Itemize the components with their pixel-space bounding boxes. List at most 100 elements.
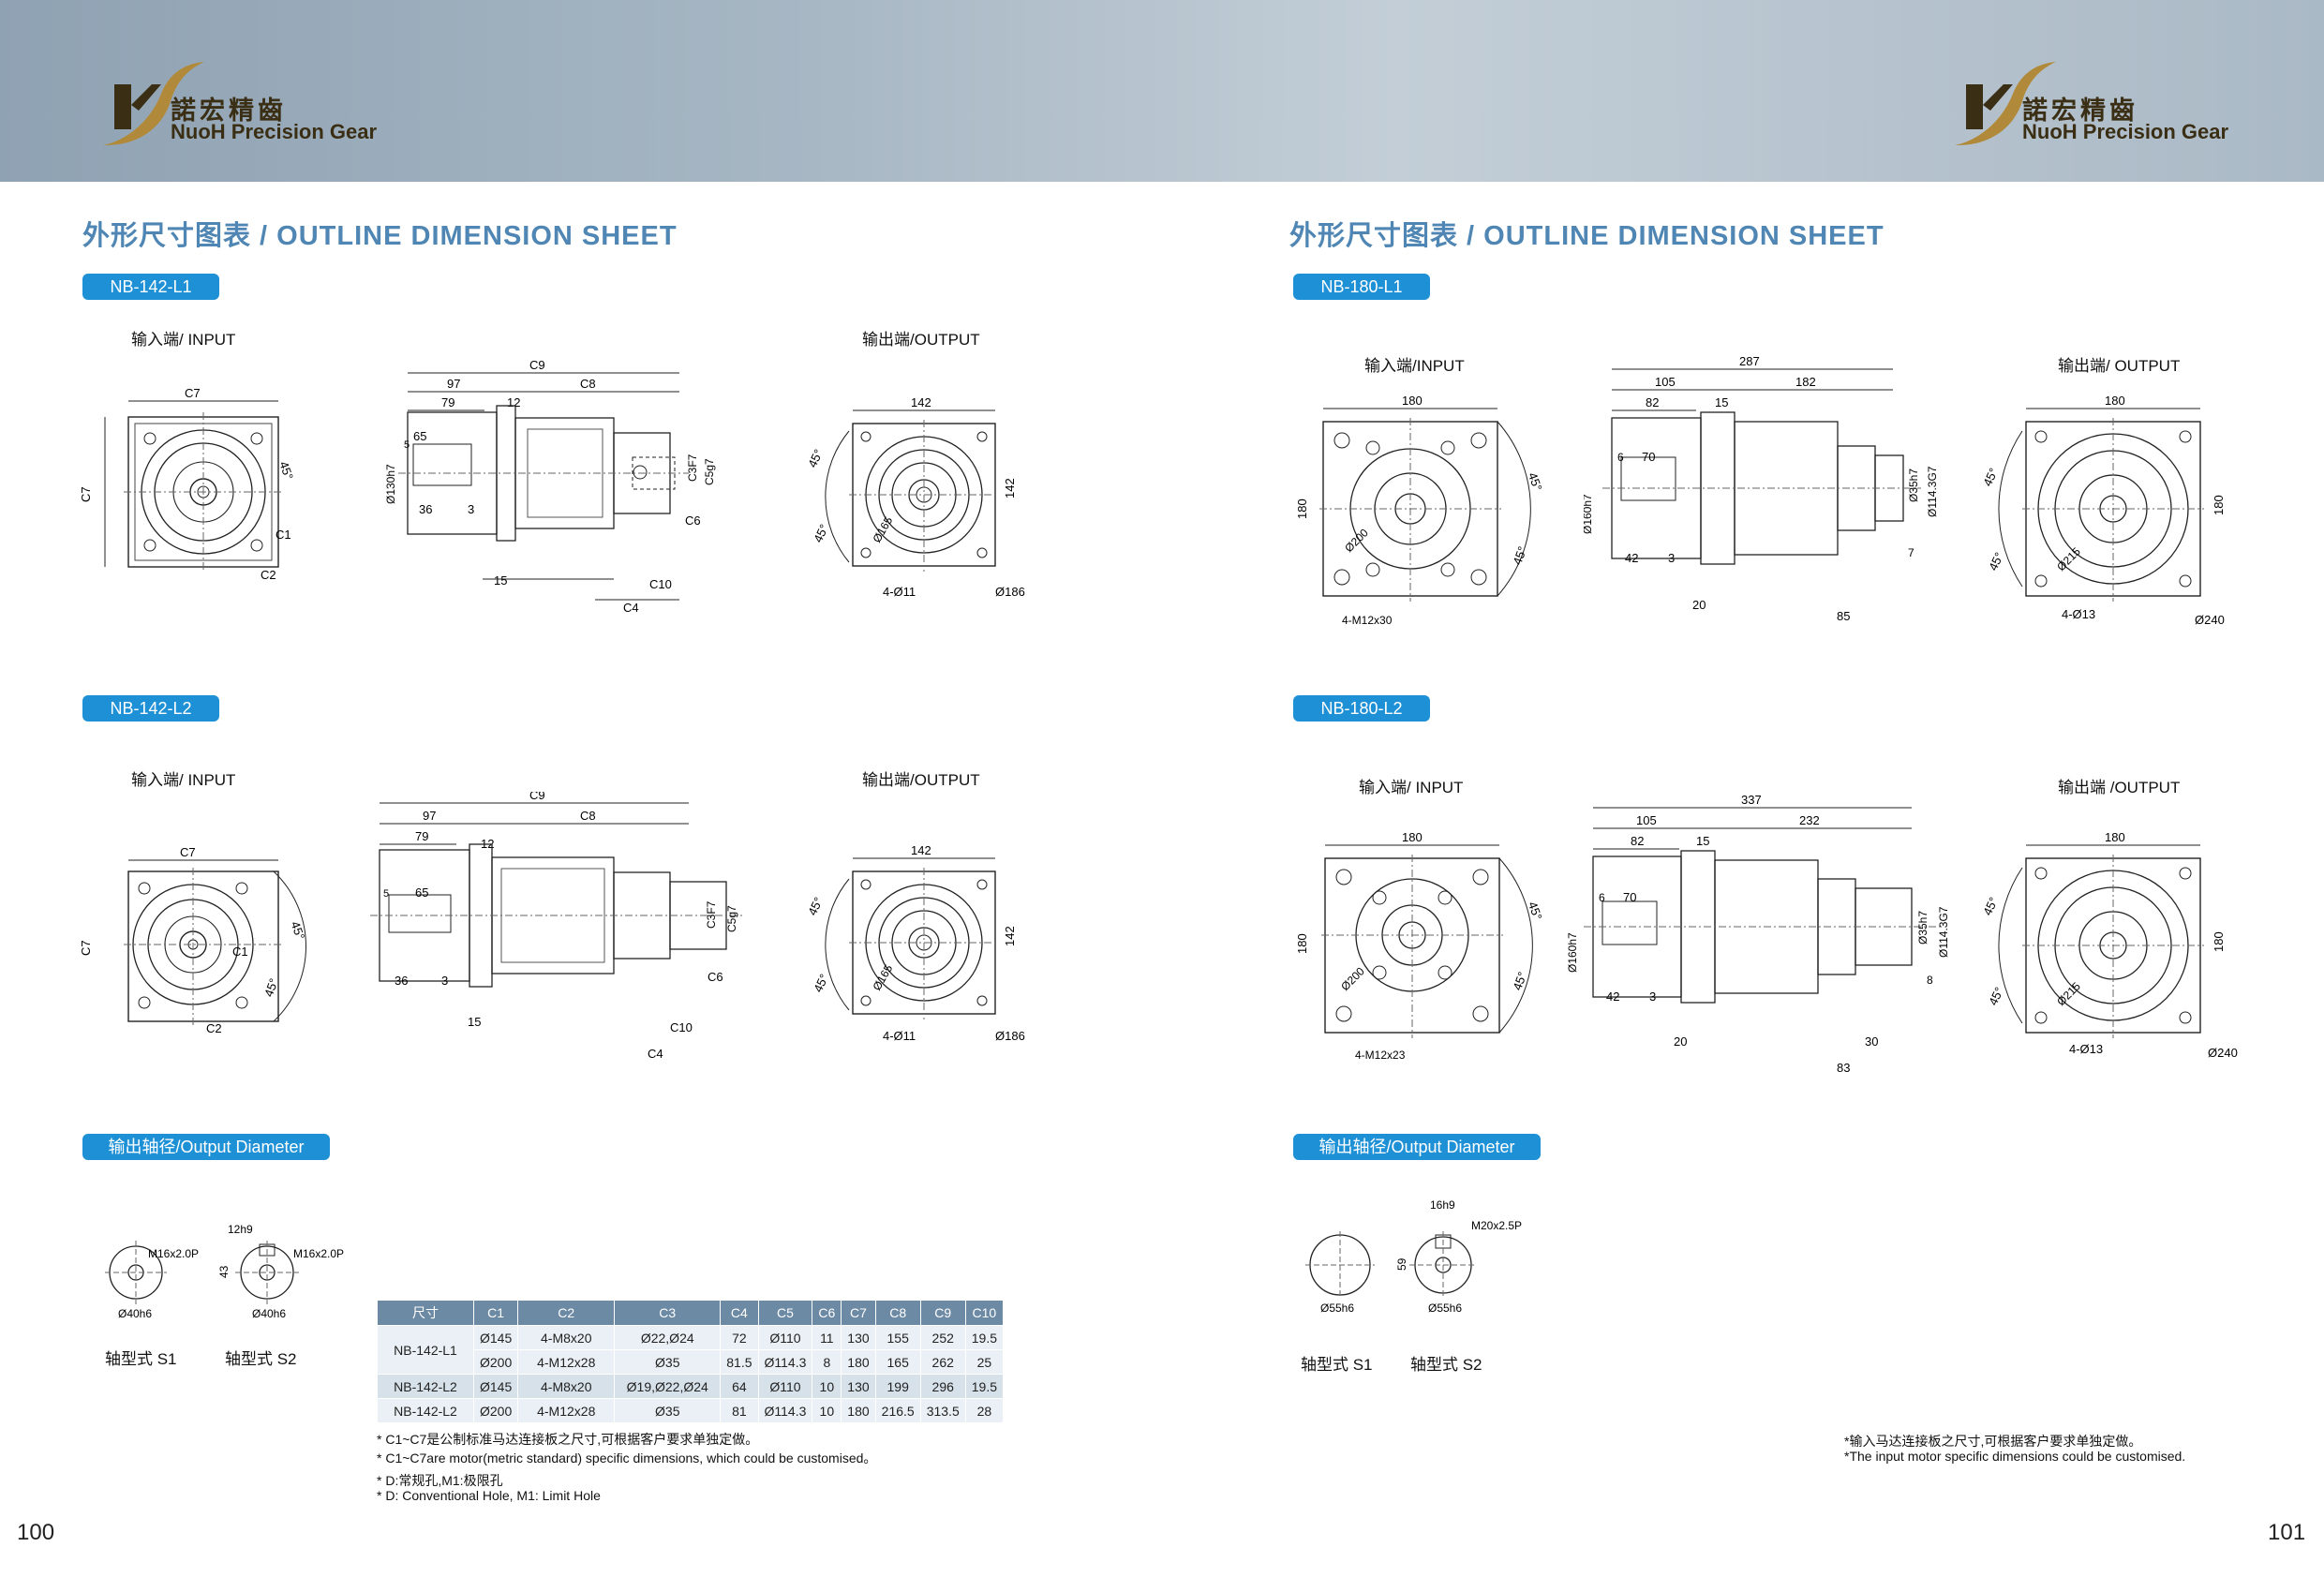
svg-text:180: 180 xyxy=(1402,830,1423,844)
svg-text:C3F7: C3F7 xyxy=(686,454,699,482)
svg-text:45°: 45° xyxy=(1980,895,2001,917)
svg-text:43: 43 xyxy=(217,1265,231,1278)
output-front-view: 142 142 45° 45° Ø165 4-Ø11 Ø186 xyxy=(805,843,1025,1043)
table-cell: 313.5 xyxy=(919,1398,966,1423)
svg-text:Ø130h7: Ø130h7 xyxy=(384,464,397,504)
svg-text:Ø160h7: Ø160h7 xyxy=(1584,494,1594,534)
svg-text:4-M12x30: 4-M12x30 xyxy=(1342,614,1393,627)
table-cell: 10 xyxy=(812,1398,842,1423)
svg-text:142: 142 xyxy=(1003,478,1017,498)
table-cell: 25 xyxy=(964,1349,1005,1375)
table-cell: 81 xyxy=(720,1398,759,1423)
svg-text:180: 180 xyxy=(2212,495,2226,515)
shaft-s2-label: 轴型式 S2 xyxy=(1410,1356,1482,1374)
table-row: Ø200 4-M12x28 Ø35 81.5 Ø114.3 8 180 165 … xyxy=(378,1349,1005,1375)
svg-text:Ø186: Ø186 xyxy=(995,1029,1025,1043)
footnote: * D: Conventional Hole, M1: Limit Hole xyxy=(377,1488,601,1503)
svg-text:45°: 45° xyxy=(1986,985,2006,1007)
footnote: *输入马达连接板之尺寸,可根据客户要求单独定做。 xyxy=(1844,1434,2142,1449)
side-view: C9 97 C8 79 12 65 5 36 3 15 C4 C10 C6 Ø1… xyxy=(370,792,745,1061)
output-front-view: 142 142 45° 45° Ø165 4-Ø11 Ø186 xyxy=(805,395,1025,599)
svg-text:Ø240: Ø240 xyxy=(2208,1046,2238,1060)
svg-text:337: 337 xyxy=(1741,793,1762,807)
svg-text:M16x2.0P: M16x2.0P xyxy=(293,1247,344,1260)
svg-text:45°: 45° xyxy=(1510,544,1529,567)
table-cell: NB-142-L2 xyxy=(377,1398,474,1423)
svg-text:16h9: 16h9 xyxy=(1430,1198,1455,1212)
svg-text:79: 79 xyxy=(415,829,428,843)
svg-text:36: 36 xyxy=(419,502,432,516)
svg-text:180: 180 xyxy=(1295,933,1309,954)
svg-text:70: 70 xyxy=(1623,890,1636,904)
svg-text:C1: C1 xyxy=(232,945,248,959)
table-row: NB-142-L2 Ø200 4-M12x28 Ø35 81 Ø114.3 10… xyxy=(377,1398,1005,1423)
svg-text:15: 15 xyxy=(468,1015,481,1029)
table-cell: 180 xyxy=(841,1398,876,1423)
output-front-view: 180 180 45° 45° Ø215 4-Ø13 Ø240 xyxy=(1980,830,2238,1060)
svg-text:232: 232 xyxy=(1799,813,1820,827)
shaft-type-s1: Ø55h6 xyxy=(1305,1231,1375,1315)
svg-text:15: 15 xyxy=(494,573,507,588)
table-row: NB-142-L2 Ø145 4-M8x20 Ø19,Ø22,Ø24 64 Ø1… xyxy=(377,1374,1005,1399)
svg-text:Ø130h7: Ø130h7 xyxy=(370,920,371,960)
svg-text:45°: 45° xyxy=(1986,550,2006,573)
logo-text-cn: 諾宏精齒 xyxy=(2022,97,2138,126)
svg-text:8: 8 xyxy=(1927,974,1933,987)
table-cell: Ø145 xyxy=(472,1374,519,1399)
svg-text:287: 287 xyxy=(1739,356,1760,368)
svg-text:Ø40h6: Ø40h6 xyxy=(118,1307,152,1320)
svg-text:6: 6 xyxy=(1599,891,1605,904)
input-front-view: C7 C7 C1 C2 45° xyxy=(79,386,296,582)
shaft-s1-label: 轴型式 S1 xyxy=(1301,1356,1373,1374)
svg-text:C7: C7 xyxy=(180,845,196,859)
svg-text:45°: 45° xyxy=(1510,970,1529,992)
table-cell: 199 xyxy=(874,1374,921,1399)
shaft-type-s1: M16x2.0P Ø40h6 xyxy=(105,1241,199,1320)
table-cell: Ø200 xyxy=(472,1349,519,1375)
table-cell: NB-142-L1 xyxy=(377,1325,474,1375)
svg-text:3: 3 xyxy=(1649,989,1656,1004)
svg-text:C3F7: C3F7 xyxy=(705,900,718,929)
page-number-left: 100 xyxy=(17,1520,55,1545)
shaft-type-s2: 16h9 M20x2.5P 59 Ø55h6 xyxy=(1395,1198,1522,1315)
svg-text:Ø165: Ø165 xyxy=(870,514,895,545)
svg-text:M20x2.5P: M20x2.5P xyxy=(1471,1219,1522,1232)
page-number-right: 101 xyxy=(2268,1520,2306,1545)
svg-text:4-Ø11: 4-Ø11 xyxy=(883,1029,916,1043)
svg-text:180: 180 xyxy=(1295,498,1309,519)
table-cell: 216.5 xyxy=(874,1398,921,1423)
shaft-s1-label: 轴型式 S1 xyxy=(105,1350,177,1368)
svg-text:15: 15 xyxy=(1696,834,1709,848)
svg-text:142: 142 xyxy=(911,843,931,857)
svg-text:C6: C6 xyxy=(685,513,701,528)
svg-text:42: 42 xyxy=(1625,551,1638,565)
footnote: * D:常规孔,M1:极限孔 xyxy=(377,1473,503,1488)
svg-text:C2: C2 xyxy=(261,568,276,582)
table-cell: Ø110 xyxy=(757,1374,813,1399)
svg-text:182: 182 xyxy=(1795,375,1816,389)
svg-text:Ø186: Ø186 xyxy=(995,585,1025,599)
table-cell: 19.5 xyxy=(964,1374,1005,1399)
table-cell: 296 xyxy=(919,1374,966,1399)
svg-text:83: 83 xyxy=(1837,1061,1850,1075)
table-cell: 252 xyxy=(919,1325,966,1350)
model-badge: NB-180-L2 xyxy=(1293,695,1430,722)
svg-text:Ø35h7: Ø35h7 xyxy=(1916,911,1929,945)
svg-text:7: 7 xyxy=(1908,546,1914,559)
output-front-view: 180 180 45° 45° Ø215 4-Ø13 Ø240 xyxy=(1980,394,2226,627)
svg-text:20: 20 xyxy=(1692,598,1706,612)
svg-text:C4: C4 xyxy=(623,601,639,615)
footnote: *The input motor specific dimensions cou… xyxy=(1844,1449,2186,1464)
svg-text:Ø114.3G7: Ø114.3G7 xyxy=(1937,906,1950,958)
logo-mark-icon xyxy=(103,62,204,146)
svg-text:3: 3 xyxy=(468,502,474,516)
company-logo: 諾宏精齒 NuoH Precision Gear xyxy=(94,56,394,169)
table-cell: Ø114.3 xyxy=(757,1398,813,1423)
input-label: 输入端/INPUT xyxy=(1364,357,1465,375)
svg-text:C5g7: C5g7 xyxy=(725,905,738,932)
svg-text:C7: C7 xyxy=(185,386,201,400)
table-cell: 155 xyxy=(874,1325,921,1350)
table-header: C5 xyxy=(757,1300,813,1326)
svg-text:Ø215: Ø215 xyxy=(2054,979,2083,1008)
svg-text:42: 42 xyxy=(1606,989,1619,1004)
